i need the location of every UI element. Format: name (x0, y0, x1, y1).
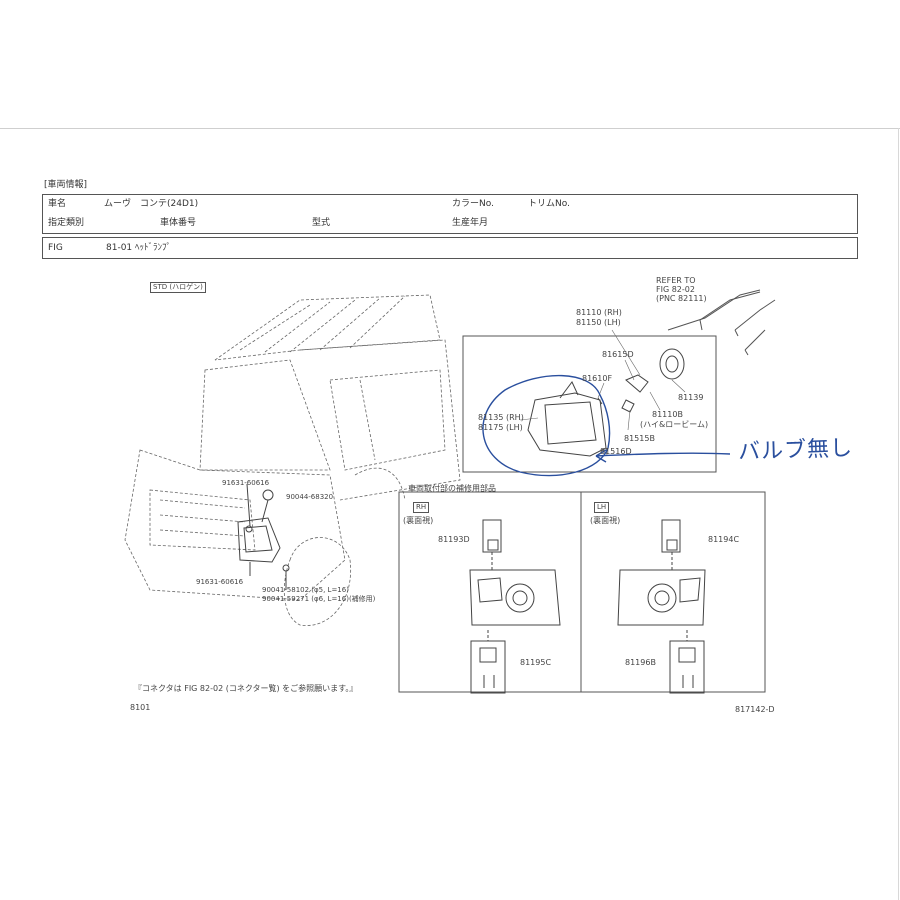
part-90041-59271: 90041-59271 (φ6, L=16)(補修用) (262, 595, 376, 603)
part-81515b: 81515B (624, 434, 655, 443)
vehicle-outline-drawing (124, 294, 461, 626)
document-code: 817142-D (735, 705, 775, 714)
rh-bracket-drawing (469, 519, 561, 694)
rh-tag: RH (413, 502, 430, 513)
part-81196b: 81196B (625, 658, 656, 667)
fig-row (42, 237, 858, 259)
designation-label: 指定類別 (48, 218, 85, 228)
refer-line-1: REFER TO (656, 276, 696, 285)
part-90044-68320: 90044-68320 (286, 493, 334, 501)
model-label: 型式 (312, 218, 331, 228)
std-halogen-tag: STD (ハロゲン) (150, 282, 206, 293)
wiring-harness-drawing (667, 289, 776, 356)
color-number-label: カラーNo. (452, 199, 494, 209)
production-date-label: 生産年月 (452, 218, 489, 228)
part-81610f: 81610F (582, 374, 613, 383)
handwritten-no-bulb-note: バルブ無し (737, 435, 854, 465)
page-code: 8101 (130, 703, 151, 712)
part-81193d: 81193D (438, 535, 470, 544)
body-number-label: 車体番号 (160, 218, 197, 228)
connector-note: 『コネクタは FIG 82-02 (コネクター覧) をご参照願います。』 (134, 684, 358, 693)
part-81175-lh: 81175 (LH) (478, 423, 523, 432)
lh-bracket-drawing (617, 519, 706, 694)
fig-value: 81-01 ﾍｯﾄﾞﾗﾝﾌﾟ (106, 243, 172, 253)
part-81110b: 81110B (652, 410, 683, 419)
part-81110b-note: (ハイ&ロービーム) (640, 420, 709, 429)
lh-tag: LH (594, 502, 610, 513)
scan-page-edge-right (898, 128, 899, 900)
vehicle-name-value: ムーヴ コンテ(24D1) (104, 199, 199, 209)
lh-rear-view-label: (裏面視) (590, 516, 621, 525)
refer-line-3: (PNC 82111) (656, 294, 707, 303)
scan-page-edge (0, 128, 900, 129)
repair-parts-title: 車両取付部の補修用部品 (408, 484, 496, 493)
part-81194c: 81194C (708, 535, 740, 544)
part-81195c: 81195C (520, 658, 552, 667)
vehicle-headlamp-drawing (237, 483, 290, 590)
trim-number-label: トリムNo. (528, 199, 570, 209)
part-91631-60616-lower: 91631-60616 (196, 578, 244, 586)
refer-line-2: FIG 82-02 (656, 285, 695, 294)
part-81150-lh: 81150 (LH) (576, 318, 621, 327)
part-81135-rh: 81135 (RH) (478, 413, 524, 422)
headlamp-assembly-drawing (527, 348, 685, 457)
vehicle-name-label: 車名 (48, 199, 67, 209)
fig-label: FIG (48, 243, 63, 253)
part-90041-58102: 90041-58102 (φ5, L=16) (262, 586, 349, 594)
rh-rear-view-label: (裏面視) (403, 516, 434, 525)
part-81615d: 81615D (602, 350, 634, 359)
part-81516d: 81516D (600, 447, 632, 456)
vehicle-info-section-label: [車両情報] (44, 180, 88, 190)
part-81139: 81139 (678, 393, 704, 402)
part-81110-rh: 81110 (RH) (576, 308, 622, 317)
leader-lines (519, 329, 686, 456)
handwritten-circle-markup (482, 374, 731, 477)
vehicle-info-table (42, 194, 858, 234)
part-91631-60616-upper: 91631-60616 (222, 479, 270, 487)
